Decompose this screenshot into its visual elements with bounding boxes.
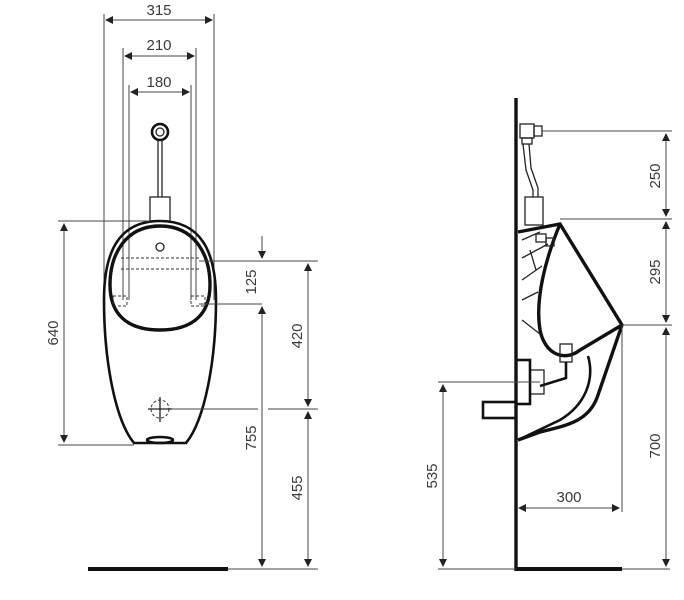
svg-text:180: 180 — [146, 74, 171, 91]
urinal-side-body — [481, 222, 624, 442]
flush-valve — [149, 122, 171, 222]
svg-text:300: 300 — [556, 489, 581, 506]
svg-text:535: 535 — [424, 463, 441, 488]
svg-text:640: 640 — [45, 320, 62, 345]
svg-text:420: 420 — [289, 323, 306, 348]
dim-overall-width: 315 — [105, 2, 213, 24]
dim-height: 640 — [45, 223, 68, 443]
dim-fixing-to-waste: 420 — [289, 263, 312, 407]
svg-text:295: 295 — [647, 259, 664, 284]
dim-waste-to-floor: 455 — [289, 411, 312, 567]
dim-fixing-to-floor: 755 — [243, 425, 260, 450]
dim-fixing-spacing: 125 — [243, 236, 266, 567]
dim-rim-to-lip: 295 — [647, 221, 670, 323]
dim-valve-to-rim: 250 — [647, 133, 670, 217]
dim-projection: 300 — [518, 489, 620, 512]
svg-text:455: 455 — [289, 475, 306, 500]
dim-inner-width: 180 — [130, 74, 190, 96]
svg-text:210: 210 — [146, 37, 171, 54]
dim-fixing-width: 210 — [124, 37, 195, 60]
svg-text:125: 125 — [243, 269, 260, 294]
svg-text:315: 315 — [146, 2, 171, 19]
svg-text:700: 700 — [647, 433, 664, 458]
dim-lip-to-floor: 700 — [647, 327, 670, 567]
side-view: 250 295 700 535 300 — [424, 98, 672, 571]
flush-valve-side — [519, 123, 544, 226]
dim-waste-height: 535 — [424, 384, 447, 567]
urinal-front-body — [102, 219, 218, 445]
front-view: 315 210 180 — [45, 2, 318, 571]
svg-text:250: 250 — [647, 163, 664, 188]
